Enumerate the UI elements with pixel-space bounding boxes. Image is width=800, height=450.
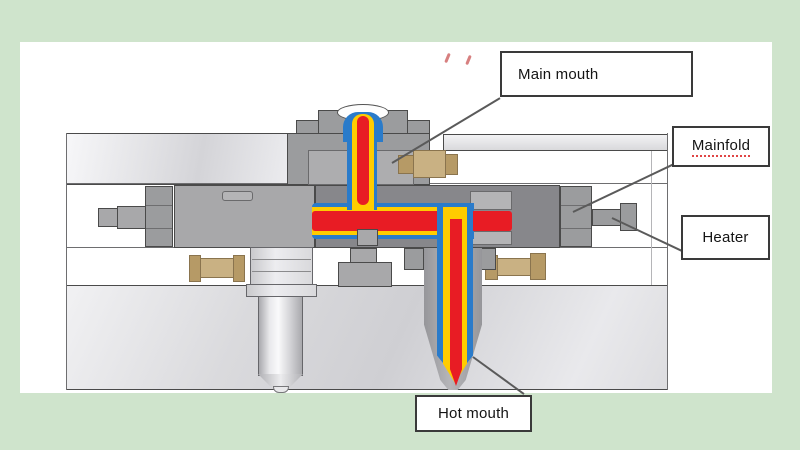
junction-pad	[357, 229, 378, 246]
hot-nozzle-channel-red	[450, 219, 462, 386]
heater-bushing-left-flange	[233, 255, 245, 282]
end-block-line	[561, 228, 591, 229]
valve-nozzle-taper	[258, 374, 303, 388]
end-block-line	[561, 205, 591, 206]
heater-fitting-neck	[592, 209, 621, 226]
bottom-mold-plate	[66, 285, 668, 390]
valve-bushing-rib	[252, 271, 311, 272]
top-beam	[443, 134, 668, 151]
mainfold-callout: Mainfold	[672, 126, 770, 167]
center-support-base	[338, 262, 392, 287]
valve-nozzle-cylinder	[258, 296, 303, 376]
melt-channel-horizontal-red	[312, 211, 512, 231]
manifold-left-plug-large	[117, 206, 146, 229]
manifold-slot	[222, 191, 253, 201]
manifold-left-end-cap	[145, 186, 173, 247]
manifold-right-end-block	[560, 186, 592, 247]
sprue-channel-red	[357, 116, 369, 205]
heater-bushing-right-flange	[530, 253, 546, 280]
hot-mouth-label: Hot mouth	[438, 405, 509, 422]
main-mouth-label: Main mouth	[518, 65, 599, 83]
heater-bushing-top-core	[413, 150, 446, 178]
valve-bushing-top	[250, 247, 313, 287]
mainfold-label: Mainfold	[691, 137, 751, 157]
heater-bushing-left-core	[200, 258, 234, 278]
heater-bushing-right-core	[497, 258, 531, 276]
mold-right-edge	[667, 133, 668, 390]
nozzle-retainer-upper	[470, 191, 512, 210]
heater-label: Heater	[702, 229, 749, 246]
mold-left-edge	[66, 133, 67, 390]
manifold-left-plug-small	[98, 208, 118, 227]
top-clamp-plate	[66, 133, 290, 185]
hot-mouth-callout: Hot mouth	[415, 395, 532, 432]
right-riser-line	[651, 151, 652, 285]
end-cap-line	[146, 205, 172, 206]
nozzle-retainer-lower	[470, 231, 512, 245]
valve-bushing-rib	[252, 259, 311, 260]
end-cap-line	[146, 228, 172, 229]
heater-callout: Heater	[681, 215, 770, 260]
main-mouth-callout: Main mouth	[500, 51, 693, 97]
hot-nozzle-flange-left	[404, 248, 424, 270]
heater-bushing-top-flange	[445, 154, 458, 175]
